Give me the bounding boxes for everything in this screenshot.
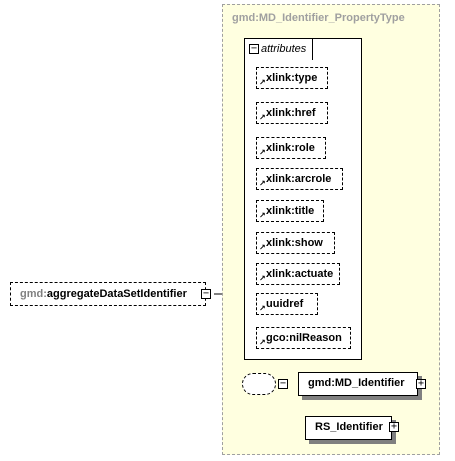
attribute-uuidref[interactable]: ↗uuidref [256,293,318,315]
attribute-xlink-arcrole[interactable]: ↗xlink:arcrole [256,168,343,190]
attribute-gco-nilreason[interactable]: ↗gco:nilReason [256,327,351,349]
attributes-tab[interactable] [244,38,313,60]
optional-attribute-icon: ↗ [259,211,266,220]
child-element-expand-icon[interactable]: + [416,378,426,389]
attribute-xlink-href[interactable]: ↗xlink:href [256,102,328,124]
optional-attribute-icon: ↗ [259,243,266,252]
child-element-md-identifier[interactable]: gmd:MD_Identifier [298,372,418,396]
optional-attribute-icon: ↗ [259,78,266,87]
optional-attribute-icon: ↗ [259,148,266,157]
optional-attribute-icon: ↗ [259,338,266,347]
optional-attribute-icon: ↗ [259,179,266,188]
attribute-xlink-title[interactable]: ↗xlink:title [256,200,324,222]
root-element-collapse-icon[interactable]: − [201,288,211,299]
attribute-xlink-actuate[interactable]: ↗xlink:actuate [256,263,340,285]
attributes-collapse-icon[interactable]: − [249,43,259,54]
root-element-aggregate-dataset-identifier[interactable]: gmd:aggregateDataSetIdentifier [10,282,206,306]
property-type-title: gmd:MD_Identifier_PropertyType [232,12,405,24]
sequence-compositor[interactable] [242,373,276,395]
attributes-tab-label: attributes [261,43,307,55]
optional-attribute-icon: ↗ [259,113,266,122]
optional-attribute-icon: ↗ [259,274,266,283]
substitution-element-expand-icon[interactable]: + [389,421,399,432]
sequence-collapse-icon[interactable]: − [278,378,288,389]
optional-attribute-icon: ↗ [259,304,266,313]
attribute-xlink-type[interactable]: ↗xlink:type [256,67,328,89]
substitution-element-rs-identifier[interactable]: RS_Identifier [305,416,392,440]
attribute-xlink-role[interactable]: ↗xlink:role [256,137,326,159]
attribute-xlink-show[interactable]: ↗xlink:show [256,232,335,254]
